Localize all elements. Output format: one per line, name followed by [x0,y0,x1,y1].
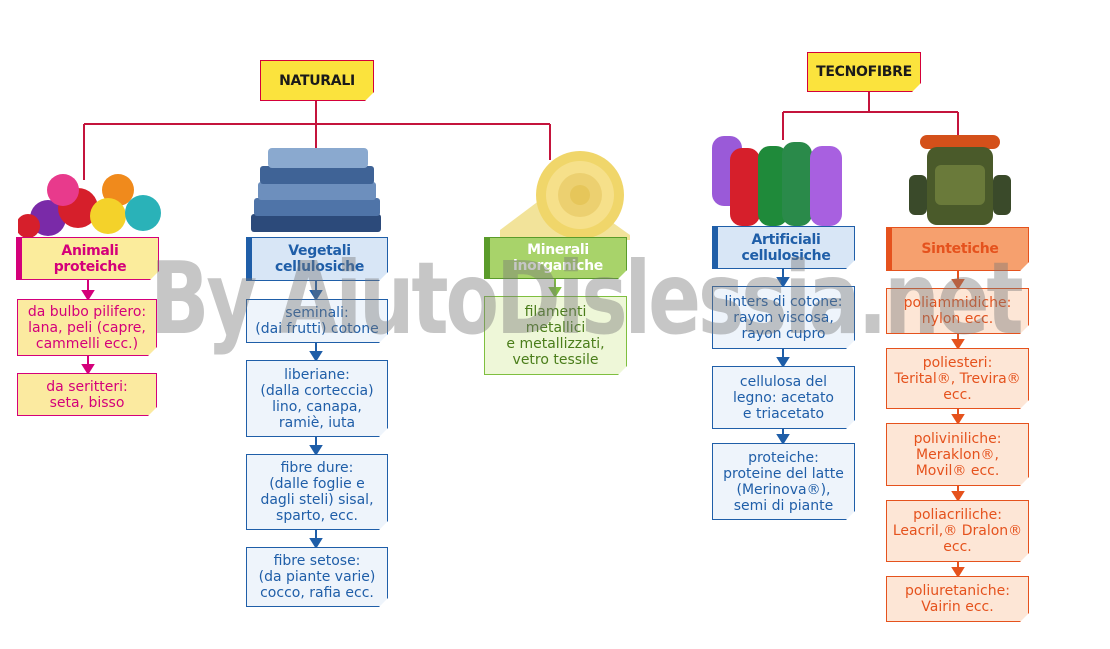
category-minerali-line: inorganiche [513,258,603,274]
item-line: seta, bisso [49,394,125,411]
item-line: linters di cotone: [724,293,843,310]
item-line: Leacril,® Dralon® [892,523,1023,539]
item-line: rayon cupro [741,325,826,342]
item-line: ecc. [943,539,972,555]
item-line: da bulbo pilifero: [27,303,147,320]
root-tecnofibre: TECNOFIBRE [807,52,921,92]
item-line: Meraklon®, [916,446,999,463]
animali-item-bulbo: da bulbo pilifero: lana, peli (capre, ca… [17,299,157,356]
minerali-item-filamenti: filamenti metallici e metallizzati, vetr… [484,296,627,375]
item-line: cammelli ecc.) [35,335,139,352]
item-line: e metallizzati, [506,335,605,352]
item-line: poliesteri: [922,354,993,371]
item-line: rayon viscosa, [733,309,834,326]
jeans-stack-photo [251,148,381,232]
sintetiche-item-poliviniliche: poliviniliche: Meraklon®, Movil® ecc. [886,423,1029,486]
item-line: poliacriliche: [913,507,1002,523]
item-line: vetro tessile [512,351,599,368]
sintetiche-item-poliammidiche: poliammidiche: nylon ecc. [886,288,1029,334]
item-line: cellulosa del [739,373,828,390]
item-line: proteiche: [748,449,819,466]
root-naturali: NATURALI [260,60,374,101]
item-line: (dalle foglie e [269,476,365,492]
vegetali-item-liberiane: liberiane: (dalla corteccia) lino, canap… [246,360,388,437]
category-animali: Animali proteiche [16,237,159,280]
item-line: ramiè, iuta [278,414,356,431]
item-line: sparto, ecc. [276,508,358,524]
item-line: poliviniliche: [913,430,1002,447]
category-animali-line: proteiche [53,258,127,275]
category-vegetali-line: cellulosiche [274,259,365,275]
category-vegetali-line: Vegetali [288,243,351,259]
thread-spools-photo [712,136,842,226]
category-minerali: Minerali inorganiche [484,237,627,279]
item-line: (Merinova®), [736,481,831,498]
mineral-wool-roll-photo [500,151,630,240]
item-line: e triacetato [742,405,825,422]
vegetali-item-seminali: seminali: (dai frutti) cotone [246,299,388,343]
category-vegetali: Vegetali cellulosiche [246,237,388,281]
sintetiche-item-poliuretaniche: poliuretaniche: Vairin ecc. [886,576,1029,622]
item-line: filamenti [524,303,587,320]
yarn-balls-photo [18,174,161,238]
item-line: proteine del latte [723,465,844,482]
item-line: Vairin ecc. [921,599,994,615]
category-minerali-line: Minerali [527,242,589,258]
category-artificiali: Artificiali cellulosiche [712,226,855,269]
root-naturali-label: NATURALI [279,72,355,89]
artificiali-item-proteiche: proteiche: proteine del latte (Merinova®… [712,443,855,520]
category-artificiali-line: Artificiali [751,231,821,248]
sintetiche-item-poliesteri: poliesteri: Terital®, Trevira® ecc. [886,348,1029,409]
item-line: lino, canapa, [272,398,362,415]
item-line: liberiane: [284,366,350,383]
category-artificiali-line: cellulosiche [741,247,831,264]
artificiali-item-cellulosa: cellulosa del legno: acetato e triacetat… [712,366,855,429]
item-line: (da piante varie) [258,569,376,585]
item-line: poliammidiche: [903,295,1012,311]
vegetali-item-fibre-dure: fibre dure: (dalle foglie e dagli steli)… [246,454,388,530]
sintetiche-item-poliacriliche: poliacriliche: Leacril,® Dralon® ecc. [886,500,1029,562]
vegetali-item-fibre-setose: fibre setose: (da piante varie) cocco, r… [246,547,388,607]
item-line: Movil® ecc. [915,462,1000,479]
category-animali-line: Animali [61,242,119,259]
item-line: lana, peli (capre, [28,319,146,336]
item-line: poliuretaniche: [905,583,1010,599]
artificiali-item-linters: linters di cotone: rayon viscosa, rayon … [712,286,855,349]
item-line: semi di piante [733,497,834,514]
item-line: (dalla corteccia) [260,382,374,399]
item-line: dagli steli) sisal, [260,492,374,508]
item-line: nylon ecc. [921,311,994,327]
item-line: (dai frutti) cotone [255,321,379,337]
backpack-photo [909,135,1011,225]
category-sintetiche-line: Sintetiche [921,241,999,257]
item-line: fibre setose: [273,553,361,569]
item-line: ecc. [943,386,972,403]
item-line: cocco, rafia ecc. [260,585,374,601]
animali-item-seritteri: da seritteri: seta, bisso [17,373,157,416]
item-line: metallici [525,319,586,336]
category-sintetiche: Sintetiche [886,227,1029,271]
item-line: seminali: [285,305,349,321]
item-line: fibre dure: [280,460,354,476]
root-tecnofibre-label: TECNOFIBRE [816,64,912,80]
item-line: legno: acetato [732,389,834,406]
item-line: Terital®, Trevira® [894,370,1021,387]
item-line: da seritteri: [46,378,128,395]
